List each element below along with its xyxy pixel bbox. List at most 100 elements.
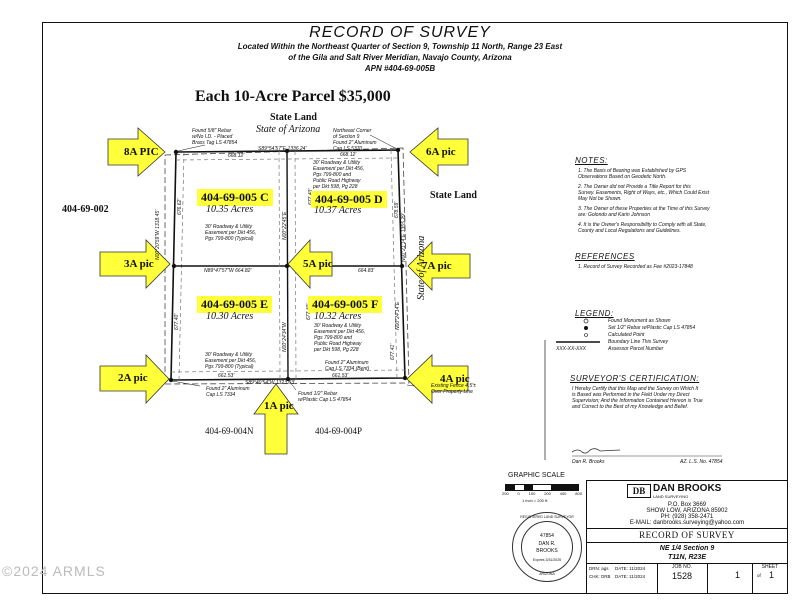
seal-number: 47854 — [540, 533, 554, 539]
bearing-right-top: N00°21'14"E 1355.29' — [401, 213, 407, 262]
legend-symbol-set — [584, 326, 588, 330]
scale-tick: 400 — [559, 491, 567, 496]
arrow-8a — [107, 127, 166, 177]
leader-nw — [177, 144, 206, 152]
location-1: NE 1/4 Section 9 — [659, 545, 715, 552]
title-divider-v1 — [657, 563, 658, 593]
checked-by: CHK: DRB — [589, 574, 611, 579]
apn-bottom-left-label: 404-69-004N — [205, 426, 254, 436]
easement-line-right — [390, 149, 398, 379]
arrow-7a — [407, 241, 471, 291]
apn-left-label: 404-69-002 — [62, 204, 109, 215]
parcel-apn-f: 404-69-005 F — [308, 296, 383, 313]
legend-boundary: Boundary Line This Survey — [608, 339, 669, 345]
surveyor-signature — [571, 448, 621, 454]
graphic-scale-bar — [505, 484, 579, 491]
bearing-center-bot: N00°24'34"W — [282, 322, 288, 352]
pic-label-4a: 4A pic — [440, 373, 470, 385]
easement-line-center-w — [278, 150, 281, 380]
scale-tick: 800 — [575, 491, 582, 496]
easement-note-left-top: 30' Roadway & Utility Easement per Dkt 4… — [205, 224, 257, 242]
bearing-top-left-dist: 668.12' — [228, 153, 245, 159]
bearing-center-top: N00°22'45"E — [282, 211, 288, 240]
title-block: DB DAN BROOKS LAND SURVEYING P.O. Box 36… — [586, 480, 788, 594]
title-divider-v2 — [707, 563, 708, 593]
monument-se — [402, 375, 408, 381]
pic-label-7a: 7A pic — [422, 260, 452, 272]
easement-note-mid: 30' Roadway & Utility Easement per Dkt 4… — [314, 323, 366, 353]
title-divider-3 — [587, 563, 787, 564]
arrow-6a — [409, 127, 469, 177]
legend-found: Found Monument as Shown — [608, 318, 671, 324]
checked-date: DATE: 11/2024 — [615, 574, 646, 579]
graphic-scale-ticks: 200 0 100 200 400 800 — [502, 491, 582, 496]
se-found-note: Found 2" Aluminum Cap LS 7334 (Bent) — [325, 360, 370, 372]
title-divider-2 — [587, 542, 787, 543]
s-found-note: Found 1/2" Rebar w/Plastic Cap LS 47854 — [298, 391, 352, 403]
note-item: 2. The Owner did not Provide a Title Rep… — [578, 184, 709, 202]
parcel-apn-c: 404-69-005 C — [197, 189, 273, 206]
bearing-bottom-right-dist: 661.53' — [332, 373, 349, 379]
legend-apn-symbol: XXX-XX-XXX — [556, 346, 587, 352]
note-item: 4. It is the Owner's Responsibility to C… — [578, 222, 707, 234]
bearing-mid-left: N89°47'57"W 664.82' — [204, 268, 252, 274]
note-item: 1. The Basis of Bearing was Established … — [578, 168, 687, 180]
notes-heading: NOTES: — [575, 156, 608, 165]
monument-w-center — [171, 263, 177, 269]
armls-watermark: ©2024 ARMLS — [2, 563, 106, 579]
job-label: JOB NO. — [671, 564, 692, 570]
legend-symbol-calc — [584, 333, 588, 337]
easement-note-left-bot: 30' Roadway & Utility Easement per Dkt 4… — [205, 352, 257, 370]
graphic-scale-note: 1 inch = 200 ft. — [522, 498, 549, 503]
bearing-top-right-dist: 668.12' — [340, 152, 357, 158]
arrow-3a — [99, 239, 171, 289]
ne-corner-note: Northeast Corner of Section 9 Found 2" A… — [333, 128, 377, 152]
parcel-acres-e: 10.30 Acres — [206, 311, 254, 322]
surveyor-seal: REGISTERED LAND SURVEYOR 47854 DAN R. BR… — [512, 512, 582, 582]
seal-top-text: REGISTERED LAND SURVEYOR — [520, 515, 574, 519]
scale-tick: 100 — [528, 491, 536, 496]
bearing-bottom-left-dist: 661.53' — [218, 373, 235, 379]
note-item: 3. The Owner of these Properties at the … — [578, 206, 710, 218]
parcel-apn-d: 404-69-005 D — [311, 191, 387, 208]
graphic-scale-heading: GRAPHIC SCALE — [508, 472, 565, 479]
drawn-date: DATE: 11/2024 — [615, 566, 646, 571]
certification-text: I Hereby Certify that this Map and the S… — [572, 386, 703, 410]
leader-sw — [171, 380, 201, 387]
survey-title: RECORD OF SURVEY — [309, 24, 491, 41]
pic-label-5a: 5A pic — [303, 258, 333, 270]
monument-n-center — [284, 148, 290, 154]
scale-tick: 0 — [517, 491, 520, 496]
legend-apn: Assessor Parcel Number — [608, 346, 664, 352]
parcel-acres-d: 10.37 Acres — [314, 205, 362, 216]
notes-list: 1. The Basis of Bearing was Established … — [578, 168, 758, 234]
arrow-1a — [253, 383, 299, 455]
state-land-top-label: State Land — [270, 112, 317, 123]
easement-note-top: 30' Roadway & Utility Easement per Dkt 4… — [313, 160, 365, 190]
pic-label-8a: 8A PIC — [124, 146, 159, 158]
legend-calc: Calculated Point — [608, 332, 645, 338]
surveyor-license: AZ. L.S. No. 47854 — [680, 459, 723, 465]
survey-apn: APN #404-69-005B — [364, 64, 436, 73]
survey-subtitle-2: of the Gila and Salt River Meridian, Nav… — [288, 53, 512, 62]
seal-name-2: BROOKS — [536, 548, 558, 554]
legend-heading: LEGEND: — [575, 309, 614, 318]
location-2: T11N, R23E — [668, 554, 706, 561]
state-of-arizona-top-label: State of Arizona — [256, 124, 321, 135]
title-divider-v3 — [752, 563, 753, 593]
firm-name: DAN BROOKS — [653, 483, 722, 494]
sw-found-note: Found 2" Aluminum Cap LS 7334 — [206, 386, 250, 398]
monument-sw — [168, 377, 174, 383]
scale-tick: 200 — [502, 491, 509, 496]
firm-phone: PH: (928) 358-2471 — [660, 514, 714, 520]
state-land-right-label: State Land — [430, 190, 477, 201]
leader-s — [288, 380, 297, 391]
apn-bottom-right-label: 404-69-004P — [315, 426, 362, 436]
bearing-bottom: S89°40'54"W 1323.03' — [245, 380, 295, 386]
reference-item: 1. Record of Survey Recorded as Fee #202… — [578, 264, 693, 270]
seal-name-1: DAN R. — [538, 541, 556, 547]
monument-nw — [173, 149, 179, 155]
seal-state: ARIZONA — [539, 572, 555, 576]
job-number: 1528 — [671, 571, 693, 581]
